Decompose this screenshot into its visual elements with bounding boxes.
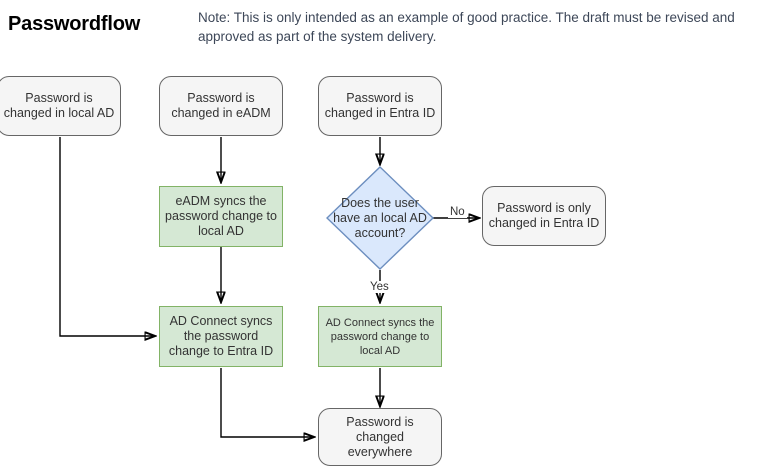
node-start-eadm-label: Password is changed in eADM	[171, 91, 271, 120]
node-decision-local-ad-account[interactable]: Does the user have an local AD account?	[326, 166, 434, 270]
node-adconnect-to-entra[interactable]: AD Connect syncs the password change to …	[159, 306, 283, 367]
node-eadm-sync[interactable]: eADM syncs the password change to local …	[159, 186, 283, 247]
page-title: Passwordflow	[8, 13, 141, 35]
node-start-eadm[interactable]: Password is changed in eADM	[159, 76, 283, 136]
diamond-shape	[326, 166, 434, 270]
node-start-local-ad-label: Password is changed in local AD	[3, 91, 115, 120]
node-only-entra-id-label: Password is only changed in Entra ID	[488, 201, 600, 230]
node-decision-label: Does the user have an local AD account?	[333, 195, 427, 240]
node-only-entra-id[interactable]: Password is only changed in Entra ID	[482, 186, 606, 246]
node-adconnect-to-local-label: AD Connect syncs the password change to …	[325, 316, 435, 357]
edge-adconnect-entra-to-everywhere	[220, 368, 314, 437]
edge-localad-to-adconnect-entra	[59, 137, 155, 336]
node-adconnect-to-entra-label: AD Connect syncs the password change to …	[168, 314, 274, 358]
node-start-entra-id-label: Password is changed in Entra ID	[324, 91, 436, 120]
node-start-entra-id[interactable]: Password is changed in Entra ID	[318, 76, 442, 136]
node-changed-everywhere-label: Password is changed everywhere	[346, 414, 414, 459]
node-adconnect-to-local[interactable]: AD Connect syncs the password change to …	[318, 306, 442, 367]
node-eadm-sync-label: eADM syncs the password change to local …	[165, 194, 277, 238]
node-changed-everywhere[interactable]: Password is changed everywhere	[318, 408, 442, 466]
note-text: Note: This is only intended as an exampl…	[198, 10, 735, 44]
edge-label-no: No	[448, 206, 467, 218]
edge-label-yes: Yes	[368, 281, 391, 293]
node-start-local-ad[interactable]: Password is changed in local AD	[0, 76, 121, 136]
